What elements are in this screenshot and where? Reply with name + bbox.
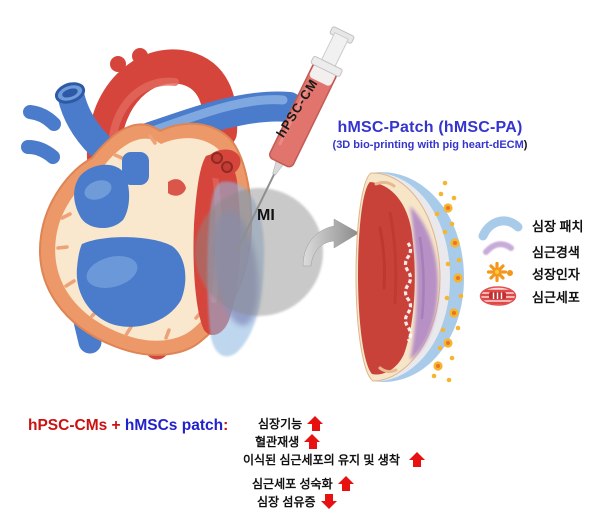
aorta-branch — [132, 48, 148, 64]
growth-factor-icon — [486, 261, 513, 283]
pulmonary-valve — [168, 179, 186, 196]
effect-list: 심장기능 혈관재생 이식된 심근세포의 유지 및 생착 심근세포 성숙화 심장 … — [243, 416, 426, 511]
patch-subtitle: (3D bio-printing with pig heart-dECM) — [305, 139, 555, 151]
effect-label: 심근세포 성숙화 — [252, 477, 333, 491]
legend-label-heart-patch: 심장 패치 — [532, 219, 584, 234]
myocardium-layer — [358, 182, 415, 375]
patch-title: hMSC-Patch (hMSC-PA) — [337, 119, 523, 136]
summary-heading-hpsc: hPSC-CMs + — [28, 417, 121, 434]
effect-row: 심장기능 — [243, 416, 426, 431]
infarct-streak — [418, 236, 425, 320]
tip-streak — [378, 366, 398, 374]
aorta-branch — [153, 52, 169, 68]
down-arrow-icon — [320, 494, 338, 509]
legend-label-growth-factor: 성장인자 — [532, 267, 580, 282]
summary-heading-hmsc: hMSCs patch — [120, 417, 224, 434]
summary-heading-colon: : — [223, 417, 229, 434]
superior-vena-cava — [57, 82, 114, 160]
barrel-shine — [278, 84, 310, 146]
valve-cusp — [221, 161, 233, 173]
needle — [236, 172, 276, 251]
summary-heading: hPSC-CMs + hMSCs patch: — [28, 417, 228, 435]
patch-cross-section — [355, 172, 464, 383]
outflow-tract — [122, 152, 149, 185]
effect-label: 이식된 심근세포의 유지 및 생착 — [243, 453, 400, 467]
effect-row: 심장 섬유증 — [243, 494, 426, 509]
effect-label: 혈관재생 — [255, 435, 300, 449]
patch-subtitle-text: (3D bio-printing with pig heart-dECM — [332, 139, 524, 151]
legend-label-cardiomyocyte: 심근세포 — [532, 290, 580, 305]
vein-branch — [21, 140, 60, 164]
ventricle-highlight — [86, 256, 138, 288]
transition-arrow-icon — [302, 218, 360, 267]
vein-branch — [23, 105, 61, 131]
effect-row: 혈관재생 — [243, 434, 426, 449]
effect-label: 심장기능 — [258, 417, 303, 431]
tip-streak — [374, 180, 396, 188]
aorta-branch — [110, 56, 126, 72]
up-arrow-icon — [307, 416, 324, 431]
muscle-streak — [378, 226, 386, 290]
myocardial-infarction-icon — [483, 241, 514, 255]
legend-icons — [478, 216, 523, 306]
effect-label: 심장 섬유증 — [257, 495, 316, 509]
suture-squiggle — [403, 242, 413, 342]
up-arrow-icon — [304, 434, 321, 449]
pulmonary-highlight — [145, 95, 288, 137]
up-arrow-icon — [408, 452, 426, 467]
up-arrow-icon — [337, 476, 355, 491]
effect-row: 이식된 심근세포의 유지 및 생착 — [243, 452, 426, 467]
heart-illustration — [21, 48, 323, 360]
atrium-highlight — [84, 180, 112, 200]
muscle-streak — [388, 211, 398, 305]
barrel-rim — [310, 56, 343, 77]
mi-label: MI — [257, 207, 275, 224]
cardiomyocyte-icon — [479, 286, 517, 306]
heart-patch-icon — [478, 216, 523, 241]
effect-row: 심근세포 성숙화 — [243, 476, 426, 491]
syringe — [236, 26, 355, 251]
patch-subtitle-paren: ) — [523, 139, 528, 151]
growth-factor-dots — [431, 180, 464, 383]
valve-cusp — [211, 152, 223, 164]
barrel-air-gap — [309, 64, 336, 86]
mi-highlight-circle — [195, 188, 323, 316]
legend-label-infarction: 심근경색 — [532, 245, 580, 260]
vessel-lumen — [62, 88, 78, 98]
